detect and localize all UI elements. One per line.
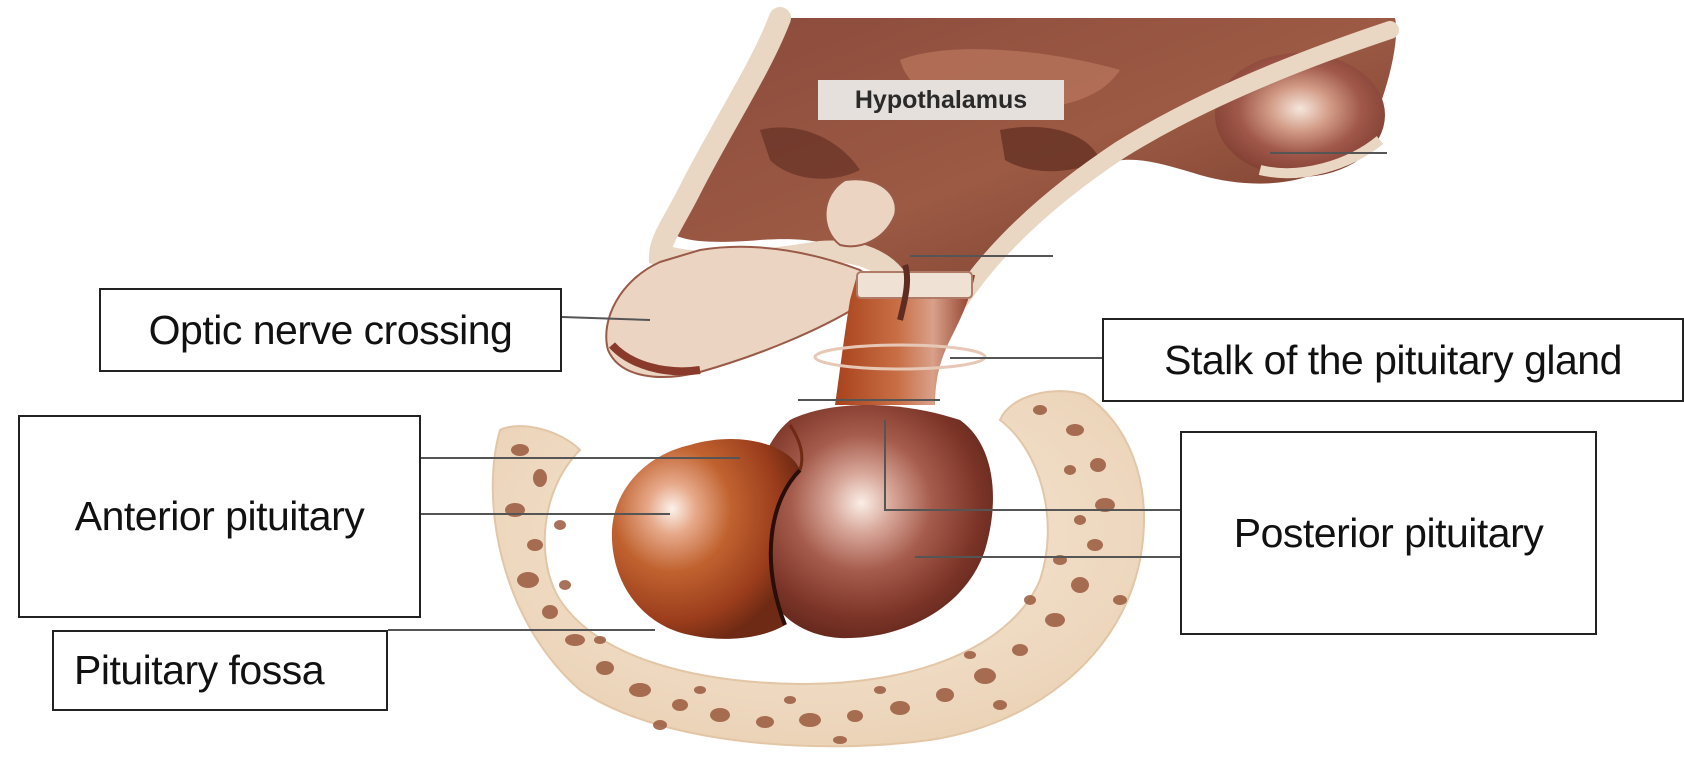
optic-nerve-crossing-label: Optic nerve crossing <box>99 288 562 372</box>
optic-nerve-crossing-label-text: Optic nerve crossing <box>149 307 513 354</box>
anterior-pituitary-label: Anterior pituitary <box>18 415 421 618</box>
stalk-label: Stalk of the pituitary gland <box>1102 318 1684 402</box>
hypothalamus-label-text: Hypothalamus <box>855 86 1027 115</box>
pituitary-fossa-label-text: Pituitary fossa <box>74 647 324 694</box>
hypothalamus-label: Hypothalamus <box>818 80 1064 120</box>
posterior-pituitary-lobe <box>754 405 993 638</box>
anterior-pituitary-label-text: Anterior pituitary <box>75 493 365 540</box>
stalk-label-text: Stalk of the pituitary gland <box>1164 337 1622 384</box>
pituitary-fossa-label: Pituitary fossa <box>52 630 388 711</box>
posterior-pituitary-label-text: Posterior pituitary <box>1234 510 1544 557</box>
posterior-pituitary-label: Posterior pituitary <box>1180 431 1597 635</box>
